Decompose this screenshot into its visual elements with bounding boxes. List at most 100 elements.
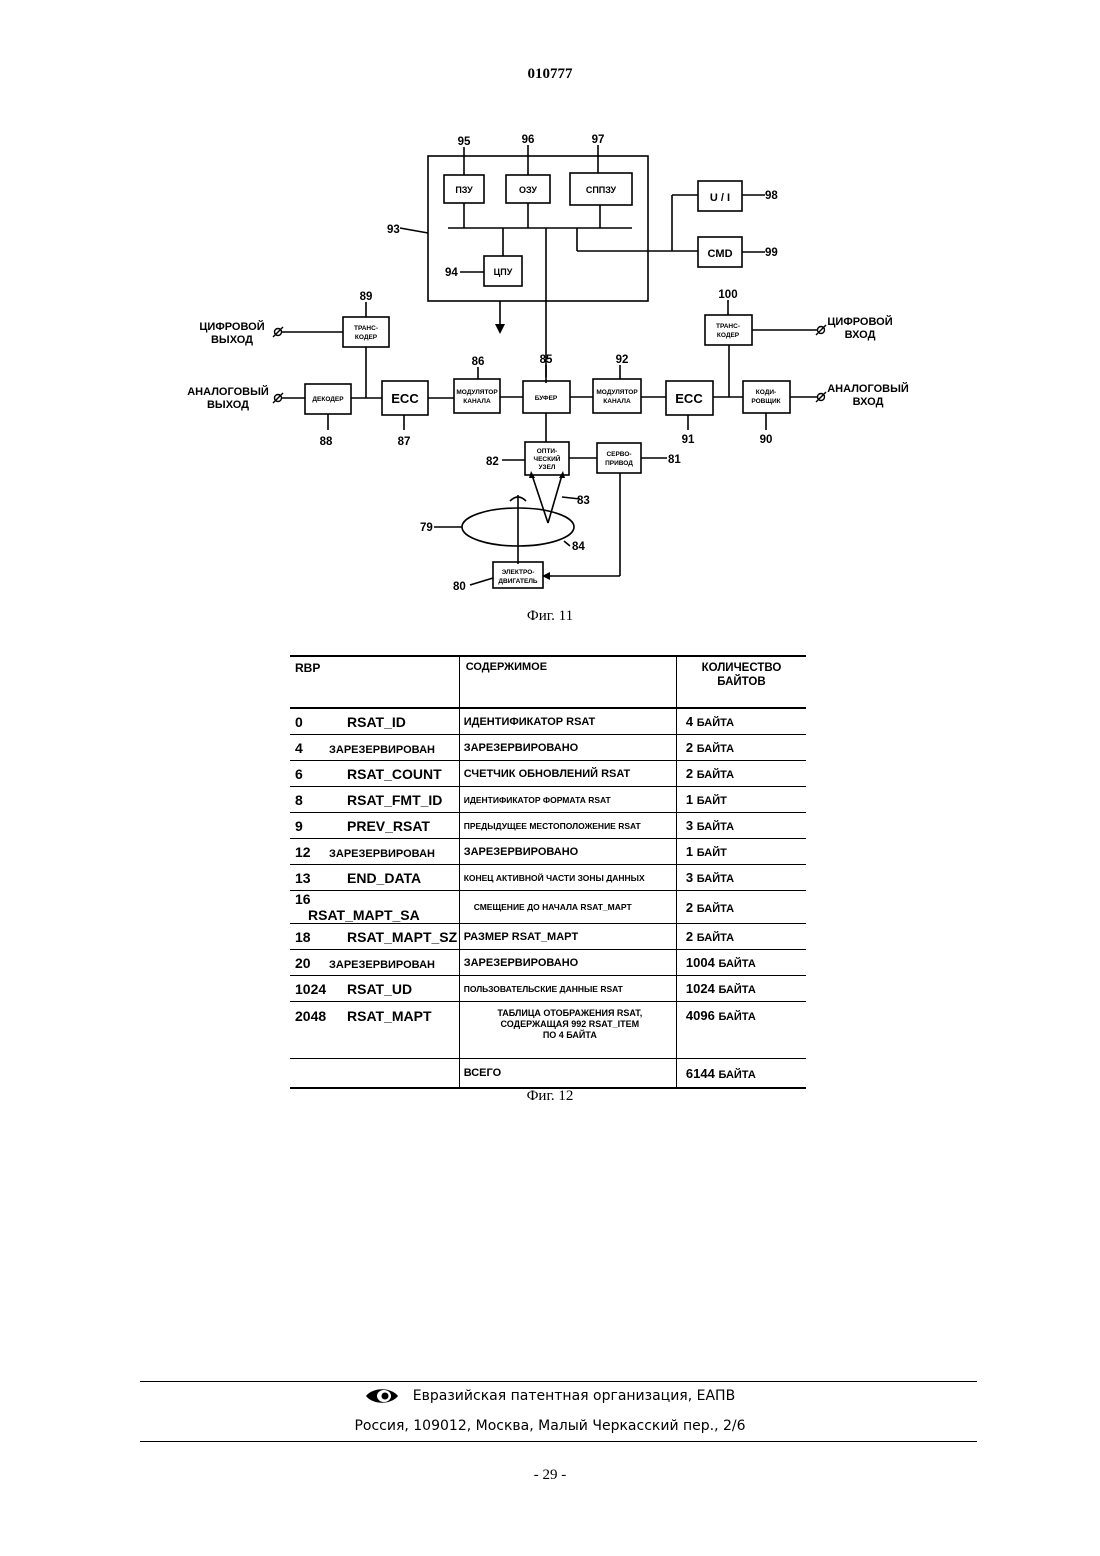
document-number: 010777 [0,66,1100,83]
servo-label-2: ПРИВОД [605,460,633,467]
header-bytes: КОЛИЧЕСТВО БАЙТОВ [676,656,806,708]
field-name: RSAT_MAPT [329,1008,432,1024]
cpu-label: ЦПУ [494,267,513,277]
digital-out-label-1: ЦИФРОВОЙ [199,320,264,333]
field-content: ИДЕНТИФИКАТОР RSAT [459,708,676,735]
field-name: END_DATA [329,870,421,886]
optical-label-3: УЗЕЛ [538,464,555,471]
transcoder-left-label-2: КОДЕР [355,334,378,341]
bytes-unit: БАЙТА [718,984,755,996]
ref-88: 88 [320,436,333,448]
rbp-offset: 8 [290,792,329,808]
ref-99: 99 [765,247,778,259]
ref-82: 82 [486,456,499,468]
ref-81: 81 [668,454,681,466]
ref-85: 85 [540,354,553,366]
bytes-unit: БАЙТА [697,821,734,833]
digital-in-label-1: ЦИФРОВОЙ [827,315,892,328]
field-content: ТАБЛИЦА ОТОБРАЖЕНИЯ RSAT, СОДЕРЖАЩАЯ 992… [459,1002,676,1059]
bytes-count: 2 [686,740,693,755]
table-row: 20ЗАРЕЗЕРВИРОВАН ЗАРЕЗЕРВИРОВАНО 1004 БА… [290,950,806,976]
field-content: СЧЕТЧИК ОБНОВЛЕНИЙ RSAT [459,761,676,787]
encoder-block [743,381,790,413]
modulator-left-label-2: КАНАЛА [463,398,491,405]
buffer-label: БУФЕР [535,395,558,402]
bytes-count: 1 [686,792,693,807]
figure-11-block-diagram: ПЗУ ОЗУ СППЗУ ЦПУ U / I CMD ТРАНС- КОДЕР… [180,125,920,605]
rbp-offset: 16 [290,891,329,907]
ram-label: ОЗУ [519,185,537,195]
field-name: RSAT_FMT_ID [329,792,442,808]
field-content-line-2: СОДЕРЖАЩАЯ 992 RSAT_ITEM [464,1019,676,1030]
field-name: PREV_RSAT [329,818,430,834]
header-bytes-line-2: БАЙТОВ [677,675,806,689]
rbp-offset: 13 [290,870,329,886]
analog-out-label-2: ВЫХОД [207,399,249,411]
field-bytes: 3 БАЙТА [676,865,806,891]
field-content: ИДЕНТИФИКАТОР ФОРМАТА RSAT [459,787,676,813]
ref-96: 96 [522,134,535,146]
table-row: 4ЗАРЕЗЕРВИРОВАН ЗАРЕЗЕРВИРОВАНО 2 БАЙТА [290,735,806,761]
analog-in-label-1: АНАЛОГОВЫЙ [827,382,909,395]
footer-address: Россия, 109012, Москва, Малый Черкасский… [0,1418,1100,1434]
transcoder-left-label-1: ТРАНС- [354,325,378,332]
bytes-count: 2 [686,929,693,944]
bytes-unit: БАЙТ [697,847,727,859]
analog-out-label-1: АНАЛОГОВЫЙ [187,385,269,398]
bytes-count: 3 [686,818,693,833]
field-bytes: 4 БАЙТА [676,708,806,735]
ref-93: 93 [387,224,400,236]
servo-label-1: СЕРВО- [606,451,631,458]
rbp-offset: 6 [290,766,329,782]
field-bytes: 2 БАЙТА [676,735,806,761]
table-row: 2048RSAT_MAPT ТАБЛИЦА ОТОБРАЖЕНИЯ RSAT, … [290,1002,806,1059]
cmd-label: CMD [707,248,732,260]
servo-block [597,443,641,473]
figure-12-caption: Фиг. 12 [0,1088,1100,1105]
rbp-offset: 9 [290,818,329,834]
eeprom-label: СППЗУ [586,185,617,195]
table-row: 16RSAT_MAPT_SA СМЕЩЕНИЕ ДО НАЧАЛА RSAT_M… [290,891,806,924]
bytes-unit: БАЙТА [718,1011,755,1023]
ref-100: 100 [718,289,737,301]
modulator-left-block [454,379,500,413]
field-name: RSAT_MAPT_SZ [329,929,457,945]
bytes-unit: БАЙТА [697,743,734,755]
field-name: RSAT_COUNT [329,766,442,782]
field-content-line-3: ПО 4 БАЙТА [464,1030,676,1041]
rbp-offset: 20 [290,955,329,971]
modulator-right-label-2: КАНАЛА [603,398,631,405]
ref-91: 91 [682,434,695,446]
page-number: - 29 - [0,1467,1100,1484]
header-rbp: RBP [290,656,459,708]
bytes-unit: БАЙТА [697,717,734,729]
analog-in-label-2: ВХОД [853,396,884,408]
digital-in-label-2: ВХОД [845,329,876,341]
modulator-right-block [593,379,641,413]
field-bytes: 4096 БАЙТА [676,1002,806,1059]
optical-label-2: ЧЕСКИЙ [534,454,561,463]
bytes-count: 1 [686,844,693,859]
bytes-count: 2 [686,900,693,915]
field-name: RSAT_MAPT_SA [290,907,420,923]
bytes-unit: БАЙТА [697,769,734,781]
modulator-right-label-1: МОДУЛЯТОР [596,389,638,396]
bytes-count: 6144 [686,1066,715,1081]
field-bytes: 1 БАЙТ [676,839,806,865]
decoder-label: ДЕКОДЕР [312,396,344,403]
field-bytes: 3 БАЙТА [676,813,806,839]
table-total-row: ВСЕГО 6144 БАЙТА [290,1059,806,1089]
table-row: 6RSAT_COUNT СЧЕТЧИК ОБНОВЛЕНИЙ RSAT 2 БА… [290,761,806,787]
rbp-offset: 1024 [290,981,329,997]
digital-out-label-2: ВЫХОД [211,334,253,346]
field-content-line-1: ТАБЛИЦА ОТОБРАЖЕНИЯ RSAT, [464,1008,676,1019]
rbp-offset: 18 [290,929,329,945]
modulator-left-label-1: МОДУЛЯТОР [456,389,498,396]
bytes-count: 4 [686,714,693,729]
motor-label-2: ДВИГАТЕЛЬ [498,578,538,585]
footer-divider-top [140,1381,977,1382]
bytes-count: 1024 [686,981,715,996]
header-bytes-line-1: КОЛИЧЕСТВО [677,661,806,675]
ecc-right-label: ECC [675,391,703,406]
ref-84: 84 [572,541,585,553]
